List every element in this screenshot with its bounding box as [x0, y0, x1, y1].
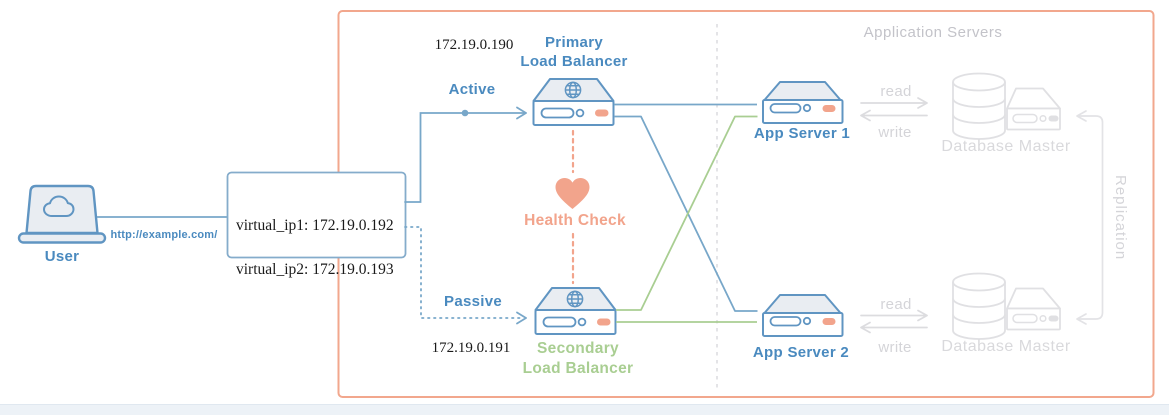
- active-line-dot: [461, 109, 469, 117]
- link-primary-to-app2: [614, 115, 758, 312]
- network-load-balancer-icon-primary: [532, 78, 615, 126]
- arrowhead-bottom: [1076, 313, 1087, 325]
- passive-state-label: Passive: [444, 293, 502, 310]
- heart-icon: [555, 178, 590, 209]
- app-server-1-label: App Server 1: [753, 125, 851, 142]
- write-label-2: write: [878, 339, 912, 356]
- write-arrow: [860, 321, 928, 334]
- request-url-label: http://example.com/: [110, 229, 218, 241]
- primary-lb-name-label: Primary Load Balancer: [520, 34, 628, 70]
- database-master-2-label: Database Master: [941, 338, 1071, 355]
- passive-path-arrow: [404, 226, 527, 325]
- network-load-balancer-icon-secondary: [534, 287, 617, 335]
- status-led: [595, 109, 609, 117]
- status-led: [822, 105, 836, 112]
- globe-icon: [566, 290, 584, 308]
- secondary-lb-name-label: Secondary Load Balancer: [522, 340, 634, 377]
- rack-server-icon-app1: [762, 81, 844, 124]
- arrowhead-top: [1076, 110, 1087, 122]
- active-path-arrow: [404, 106, 527, 203]
- database-master-1-label: Database Master: [941, 138, 1071, 155]
- status-led: [822, 318, 836, 325]
- rack-server-icon-app2: [762, 294, 844, 337]
- active-state-label: Active: [448, 81, 496, 98]
- health-check-connector: [555, 129, 590, 285]
- zone-title-label: Application Servers: [863, 24, 1003, 41]
- database-cylinder-server-icon-2: [952, 272, 1061, 340]
- health-check-label: Health Check: [524, 212, 626, 229]
- app-server-2-label: App Server 2: [752, 344, 850, 361]
- virtual-ip1-line: virtual_ip1: 172.19.0.192: [236, 217, 394, 234]
- read-label-2: read: [880, 296, 912, 313]
- read-arrow: [860, 97, 928, 109]
- virtual-ip2-line: virtual_ip2: 172.19.0.193: [236, 261, 394, 278]
- user-label: User: [44, 248, 80, 265]
- link-secondary-to-app1: [616, 115, 758, 311]
- primary-lb-ip-label: 172.19.0.190: [434, 37, 514, 53]
- read-arrow: [860, 309, 928, 322]
- virtual-ip-box: [226, 171, 407, 259]
- read-label-1: read: [880, 83, 912, 100]
- virtual-ip-text: virtual_ip1: 172.19.0.192 virtual_ip2: 1…: [236, 193, 394, 303]
- secondary-lb-ip-label: 172.19.0.191: [431, 340, 511, 356]
- replication-loop-arrows: [1076, 110, 1104, 325]
- globe-icon: [564, 81, 582, 99]
- write-arrow: [860, 109, 928, 122]
- laptop-cloud-icon: [17, 184, 107, 244]
- database-cylinder-server-icon-1: [952, 72, 1061, 140]
- cloud-icon: [43, 195, 75, 217]
- page-bottom-strip: [0, 404, 1169, 415]
- replication-label: Replication: [1112, 175, 1129, 261]
- write-label-1: write: [878, 124, 912, 141]
- read-write-arrows-app1: [860, 97, 928, 122]
- read-write-arrows-app2: [860, 309, 928, 334]
- status-led: [597, 318, 611, 326]
